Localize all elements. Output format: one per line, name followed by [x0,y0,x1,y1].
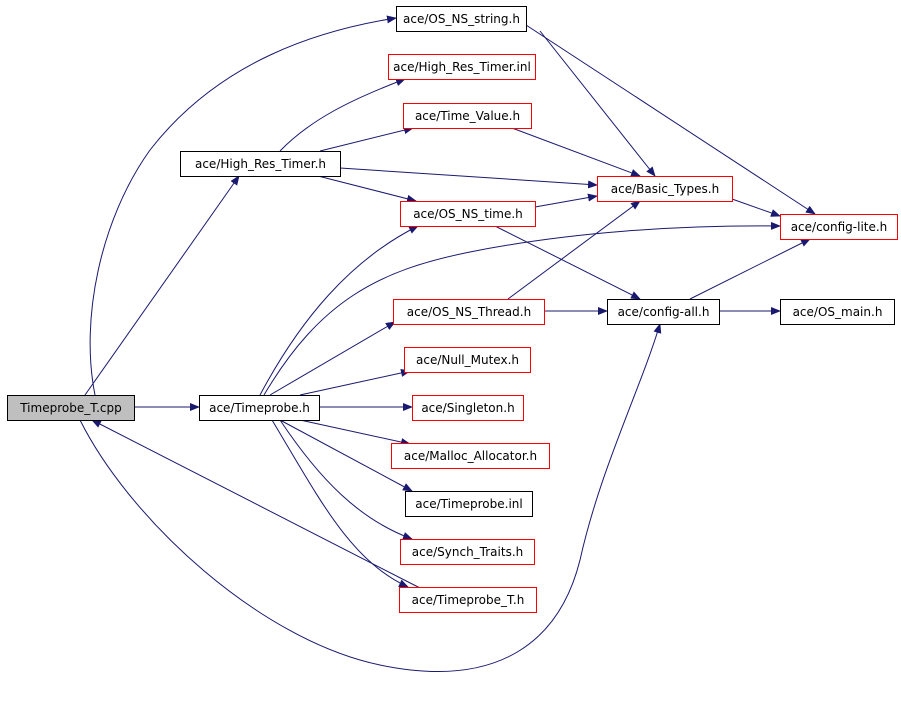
node-layer: Timeprobe_T.cpp ace/OS_NS_string.h ace/Hig… [7,6,898,613]
node-box [404,347,531,373]
node-label: ace/OS_main.h [793,305,883,319]
node-malloc-allocator-h[interactable]: ace/Malloc_Allocator.h [391,443,550,469]
node-box [7,395,135,421]
node-box [780,299,895,325]
node-os-ns-time-h[interactable]: ace/OS_NS_time.h [400,201,536,227]
node-timeprobe-t-h[interactable]: ace/Timeprobe_T.h [399,587,537,613]
node-null-mutex-h[interactable]: ace/Null_Mutex.h [404,347,531,373]
node-label: ace/Timeprobe.h [209,401,310,415]
node-synch-traits-h[interactable]: ace/Synch_Traits.h [400,539,535,565]
edge-timeprobe_h-to-os_ns_time_h [259,225,419,396]
edge-timeprobe_h-to-config_lite_h [263,221,781,396]
node-high-res-timer-inl[interactable]: ace/High_Res_Timer.inl [388,54,536,80]
edge-os_ns_string_h-to-config_lite_h [525,24,816,215]
node-label: ace/Null_Mutex.h [416,353,519,367]
node-label: ace/config-all.h [618,305,710,319]
node-label: ace/Basic_Types.h [611,182,719,196]
edge-layer [79,15,816,672]
node-high-res-timer-h[interactable]: ace/High_Res_Timer.h [180,151,341,177]
node-label: ace/Timeprobe.inl [415,497,522,511]
node-box [180,151,341,177]
node-label: ace/Malloc_Allocator.h [404,449,537,463]
node-box [388,54,536,80]
node-timeprobe-inl[interactable]: ace/Timeprobe.inl [405,491,533,517]
node-timeprobe-t-cpp[interactable]: Timeprobe_T.cpp [7,395,135,421]
node-box [391,443,550,469]
node-label: ace/Time_Value.h [415,109,520,123]
node-label: ace/Timeprobe_T.h [412,593,525,607]
edge-timeprobe_t_cpp-to-high_res_timer_h [84,175,240,396]
edge-timeprobe_h-to-timeprobe_t_h [271,419,409,588]
node-box [396,6,527,32]
node-label: ace/OS_NS_time.h [413,207,523,221]
node-basic-types-h[interactable]: ace/Basic_Types.h [597,176,733,202]
edge-os_ns_thread_h-to-basic_types_h [507,200,641,300]
edge-timeprobe_t_h-to-timeprobe_t_cpp [91,419,421,589]
node-box [400,539,535,565]
node-label: ace/OS_NS_string.h [403,12,520,26]
node-time-value-h[interactable]: ace/Time_Value.h [403,103,532,129]
edge-timeprobe_t_cpp-to-config_all_h [79,323,662,672]
node-singleton-h[interactable]: ace/Singleton.h [412,395,524,421]
node-box [403,103,532,129]
node-os-ns-thread-h[interactable]: ace/OS_NS_Thread.h [393,299,545,325]
edge-timeprobe_h-to-synch_traits_h [279,419,413,540]
edge-timeprobe_h-to-os_ns_thread_h [269,321,396,396]
edge-timeprobe_h-to-timeprobe_inl [279,419,413,492]
node-label: ace/config-lite.h [791,220,888,234]
node-box [607,299,720,325]
edge-time_value_h-to-basic_types_h [511,127,641,177]
node-config-lite-h[interactable]: ace/config-lite.h [780,214,898,240]
node-label: ace/OS_NS_Thread.h [407,305,531,319]
node-os-ns-string-h[interactable]: ace/OS_NS_string.h [396,6,527,32]
edge-timeprobe_t_cpp-to-os_ns_string_h [89,15,397,396]
node-os-main-h[interactable]: ace/OS_main.h [780,299,895,325]
edge-config_all_h-to-config_lite_h [689,238,811,300]
edge-timeprobe_h-to-malloc_allocator_h [299,419,411,446]
node-timeprobe-h[interactable]: ace/Timeprobe.h [199,395,320,421]
edge-timeprobe_h-to-null_mutex_h [299,369,411,396]
edge-high_res_timer_h-to-time_value_h [319,126,414,152]
node-box [199,395,320,421]
node-box [393,299,545,325]
edge-high_res_timer_h-to-high_res_timer_inl [279,78,406,152]
node-box [399,587,537,613]
node-config-all-h[interactable]: ace/config-all.h [607,299,720,325]
edge-high_res_timer_h-to-os_ns_time_h [317,175,417,203]
node-label: ace/Synch_Traits.h [412,545,523,559]
node-label: Timeprobe_T.cpp [19,401,122,415]
node-box [400,201,536,227]
node-box [412,395,524,421]
edge-os_ns_string_h-to-basic_types_h [539,30,656,177]
node-label: ace/High_Res_Timer.h [195,157,326,171]
edge-basic_types_h-to-config_lite_h [731,198,781,217]
edge-os_ns_time_h-to-config_all_h [494,225,641,300]
node-box [780,214,898,240]
node-label: ace/High_Res_Timer.inl [393,60,531,74]
edge-os_ns_time_h-to-basic_types_h [534,193,598,208]
node-box [405,491,533,517]
edge-high_res_timer_h-to-basic_types_h [339,167,598,189]
node-box [597,176,733,202]
node-label: ace/Singleton.h [421,401,514,415]
